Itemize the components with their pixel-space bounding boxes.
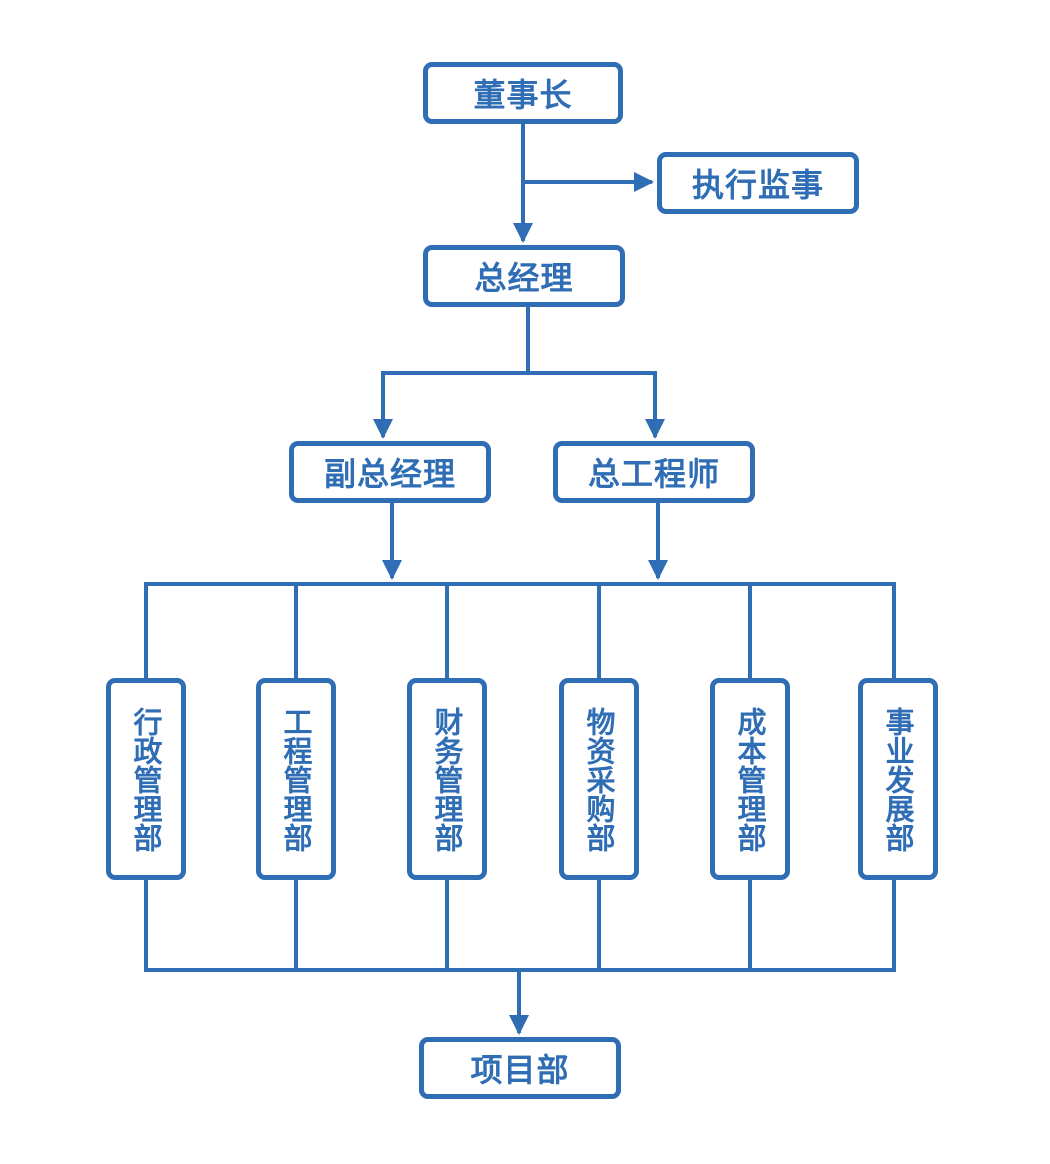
chairman-box: 董事长	[423, 62, 623, 124]
project-department-box: 项目部	[419, 1037, 621, 1099]
department-business-development-box: 事业发展部	[858, 678, 938, 880]
supervisor-box: 执行监事	[657, 152, 859, 214]
chairman-label: 董事长	[473, 76, 573, 114]
project-department-label: 项目部	[470, 1051, 570, 1089]
deputy-general-manager-label: 副总经理	[323, 455, 456, 493]
department-business-development-label: 事业发展部	[881, 706, 915, 852]
department-procurement-box: 物资采购部	[559, 678, 639, 880]
general-manager-box: 总经理	[423, 245, 625, 307]
chief-engineer-label: 总工程师	[587, 455, 720, 493]
department-admin-box: 行政管理部	[106, 678, 186, 880]
general-manager-label: 总经理	[474, 259, 574, 297]
department-finance-label: 财务管理部	[430, 706, 464, 852]
deputy-general-manager-box: 副总经理	[289, 441, 491, 503]
department-engineering-label: 工程管理部	[279, 706, 313, 852]
department-procurement-label: 物资采购部	[582, 706, 616, 852]
department-admin-label: 行政管理部	[129, 706, 163, 852]
department-cost-label: 成本管理部	[733, 706, 767, 852]
supervisor-label: 执行监事	[691, 166, 824, 204]
chief-engineer-box: 总工程师	[553, 441, 755, 503]
department-finance-box: 财务管理部	[407, 678, 487, 880]
department-cost-box: 成本管理部	[710, 678, 790, 880]
department-engineering-box: 工程管理部	[256, 678, 336, 880]
